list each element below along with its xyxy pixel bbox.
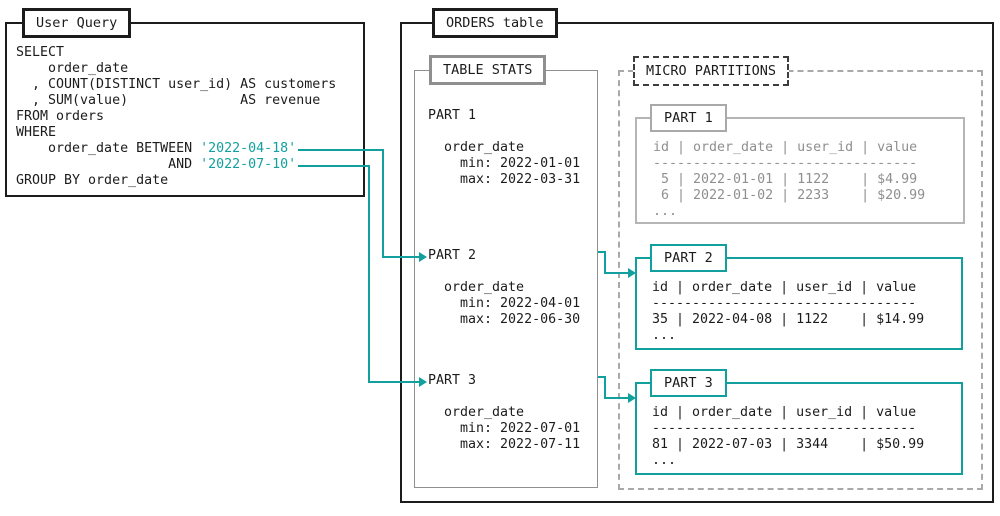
orders-table-title: ORDERS table (432, 8, 558, 38)
micro-partition-2-table: id | order_date | user_id | value-------… (652, 280, 924, 344)
stats-part-3-column: order_date (428, 405, 525, 420)
sql-text: FROM orders (16, 109, 105, 124)
user-query-title: User Query (22, 8, 132, 38)
micro-partition-1-box: PART 1 id | order_date | user_id | value… (635, 104, 965, 224)
stats-part-3-name: PART 3 (428, 373, 477, 388)
partition-table-separator: --------------------------------- (653, 156, 918, 171)
stats-part-2: PART 2 order_date min: 2022-04-01 max: 2… (428, 248, 580, 328)
partition-table-ellipsis: ... (653, 204, 678, 219)
partition-table-row: 5 | 2022-01-01 | 1122 | $4.99 (653, 172, 918, 187)
stats-part-2-min: min: 2022-04-01 (428, 296, 581, 311)
stats-part-2-column: order_date (428, 280, 525, 295)
micro-partition-1-title: PART 1 (650, 104, 727, 132)
partition-table-row: 81 | 2022-07-03 | 3344 | $50.99 (652, 437, 925, 452)
stats-part-3-max: max: 2022-07-11 (428, 437, 581, 452)
sql-text: order_date BETWEEN (16, 141, 201, 156)
stats-part-3: PART 3 order_date min: 2022-07-01 max: 2… (428, 373, 580, 453)
partition-table-row: 6 | 2022-01-02 | 2233 | $20.99 (653, 188, 926, 203)
table-stats-title: TABLE STATS (429, 55, 547, 85)
stats-part-1: PART 1 order_date min: 2022-01-01 max: 2… (428, 108, 580, 188)
partition-table-ellipsis: ... (652, 328, 677, 343)
sql-text: WHERE (16, 125, 57, 140)
micro-partition-3-table: id | order_date | user_id | value-------… (652, 405, 924, 469)
micro-partition-2-title: PART 2 (650, 244, 727, 272)
sql-text: SELECT (16, 45, 65, 60)
micro-partition-2-box: PART 2 id | order_date | user_id | value… (635, 244, 963, 350)
stats-part-1-min: min: 2022-01-01 (428, 156, 581, 171)
sql-text: GROUP BY order_date (16, 173, 169, 188)
micro-partition-1-table: id | order_date | user_id | value-------… (653, 140, 925, 220)
sql-date-literal: '2022-04-18' (200, 141, 297, 156)
sql-text: AND (16, 157, 201, 172)
micro-partition-3-title: PART 3 (650, 369, 727, 397)
sql-text: , SUM(value) AS revenue (16, 93, 321, 108)
micro-partitions-title: MICRO PARTITIONS (633, 56, 790, 86)
sql-date-literal: '2022-07-10' (200, 157, 297, 172)
partition-table-separator: --------------------------------- (652, 421, 917, 436)
stats-part-3-min: min: 2022-07-01 (428, 421, 581, 436)
micro-partitions-box: MICRO PARTITIONS PART 1 id | order_date … (618, 56, 983, 490)
user-query-box: User Query SELECT order_date , COUNT(DIS… (5, 8, 365, 197)
partition-table-header: id | order_date | user_id | value (652, 405, 917, 420)
stats-part-1-column: order_date (428, 140, 525, 155)
stats-part-2-max: max: 2022-06-30 (428, 312, 581, 327)
sql-query-text: SELECT order_date , COUNT(DISTINCT user_… (16, 45, 336, 189)
sql-text: , COUNT(DISTINCT user_id) AS customers (16, 77, 337, 92)
orders-table-box: ORDERS table TABLE STATS PART 1 order_da… (400, 8, 994, 503)
table-stats-box: TABLE STATS PART 1 order_date min: 2022-… (414, 55, 598, 488)
sql-text: order_date (16, 61, 129, 76)
partition-table-separator: --------------------------------- (652, 296, 917, 311)
micro-partition-3-box: PART 3 id | order_date | user_id | value… (635, 369, 963, 475)
partition-table-header: id | order_date | user_id | value (653, 140, 918, 155)
stats-part-1-max: max: 2022-03-31 (428, 172, 581, 187)
stats-part-2-name: PART 2 (428, 248, 477, 263)
partition-table-row: 35 | 2022-04-08 | 1122 | $14.99 (652, 312, 925, 327)
partition-table-ellipsis: ... (652, 453, 677, 468)
partition-table-header: id | order_date | user_id | value (652, 280, 917, 295)
stats-part-1-name: PART 1 (428, 108, 477, 123)
